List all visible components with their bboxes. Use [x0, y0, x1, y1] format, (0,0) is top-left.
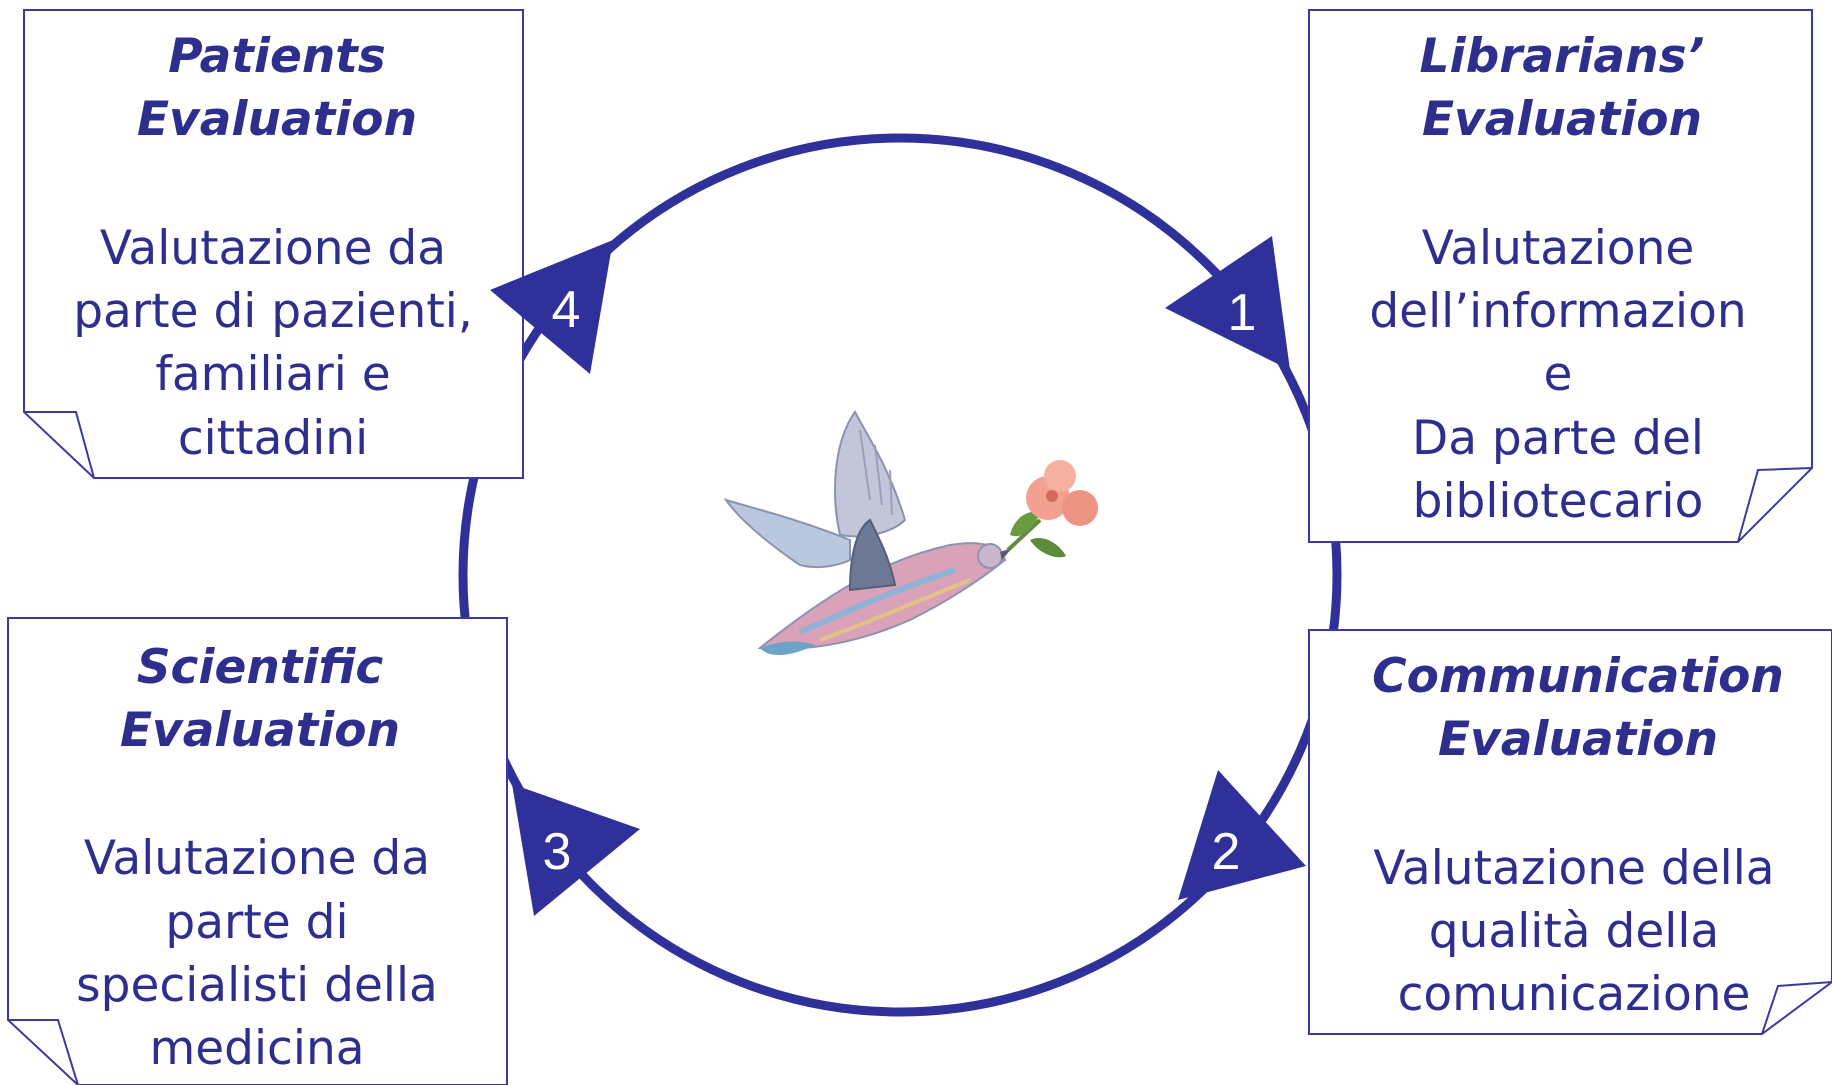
- cycle-ring: [458, 133, 1342, 1017]
- flower-leaf-1: [1010, 511, 1040, 537]
- card-librarians: Librarians’ Evaluation Valutazione dell’…: [1308, 9, 1813, 543]
- card-librarians-title-1: Librarians’: [1420, 29, 1705, 84]
- card-scientific-page-curl: [8, 1019, 79, 1085]
- step-1-arrowhead: [1165, 236, 1290, 370]
- card-communication-page-curl: [1761, 981, 1832, 1035]
- step-1-number: 1: [1228, 284, 1257, 342]
- card-scientific-body-1: Valutazione da: [84, 831, 430, 886]
- flower-bloom-3: [1044, 460, 1076, 492]
- card-communication-body-3: comunicazione: [1398, 967, 1751, 1022]
- step-2-arrow: 2: [1178, 770, 1306, 900]
- card-librarians-title-2: Evaluation: [1422, 92, 1702, 147]
- step-4-number: 4: [552, 281, 581, 339]
- card-librarians-body-4: Da parte del: [1412, 411, 1704, 466]
- step-3-arrow: 3: [512, 784, 640, 916]
- card-communication-body-2: qualità della: [1429, 904, 1719, 959]
- card-scientific: Scientific Evaluation Valutazione da par…: [7, 617, 508, 1085]
- card-scientific-body-2: parte di: [165, 895, 348, 950]
- dove-head: [977, 543, 1003, 569]
- step-3-arrowhead: [512, 784, 640, 916]
- step-4-arrowhead: [490, 240, 613, 374]
- dove-body-highlight: [798, 567, 956, 635]
- flower-center: [1046, 490, 1058, 502]
- dove-back-wing: [834, 410, 907, 538]
- card-patients-body-4: cittadini: [178, 411, 368, 466]
- card-scientific-title-2: Evaluation: [120, 703, 400, 758]
- card-patients: Patients Evaluation Valutazione da parte…: [23, 9, 524, 479]
- card-librarians-body-1: Valutazione: [1422, 221, 1695, 276]
- card-scientific-frame: [7, 617, 508, 1085]
- card-patients-page-curl: [24, 411, 95, 479]
- card-communication-title-2: Evaluation: [1438, 712, 1718, 767]
- step-2-arrowhead: [1178, 770, 1306, 900]
- card-communication-title-1: Communication: [1372, 649, 1784, 704]
- card-communication-frame: [1308, 629, 1832, 1035]
- card-librarians-body-5: bibliotecario: [1413, 474, 1704, 529]
- dove-back-wing-feathers: [859, 429, 893, 516]
- dove-front-wing: [848, 518, 897, 592]
- card-communication-body-1: Valutazione della: [1373, 841, 1774, 896]
- card-scientific-body-3: specialisti della: [76, 958, 438, 1013]
- card-librarians-page-curl: [1737, 467, 1813, 543]
- card-librarians-body-3: e: [1544, 347, 1573, 402]
- dove-with-flower-icon: [723, 410, 1098, 656]
- card-patients-body-1: Valutazione da: [100, 221, 446, 276]
- card-communication: Communication Evaluation Valutazione del…: [1308, 629, 1832, 1035]
- flower-leaf-2: [1030, 537, 1066, 558]
- dove-lower-tail: [760, 641, 815, 656]
- dove-body-highlight-2: [819, 578, 971, 642]
- card-patients-title-1: Patients: [168, 29, 386, 84]
- card-patients-body-3: familiari e: [155, 347, 390, 402]
- flower-bloom-2: [1062, 490, 1098, 526]
- step-2-number: 2: [1212, 823, 1241, 881]
- card-patients-body-2: parte di pazienti,: [73, 284, 473, 339]
- card-patients-title-2: Evaluation: [137, 92, 417, 147]
- step-1-arrow: 1: [1165, 236, 1290, 370]
- step-3-number: 3: [543, 823, 572, 881]
- card-librarians-frame: [1308, 9, 1813, 543]
- card-librarians-body-2: dell’informazion: [1369, 284, 1746, 339]
- card-scientific-body-4: medicina: [149, 1021, 364, 1076]
- dove-tail: [723, 498, 851, 569]
- flower-stem: [1006, 518, 1042, 552]
- step-4-arrow: 4: [490, 240, 613, 374]
- card-scientific-title-1: Scientific: [137, 640, 384, 695]
